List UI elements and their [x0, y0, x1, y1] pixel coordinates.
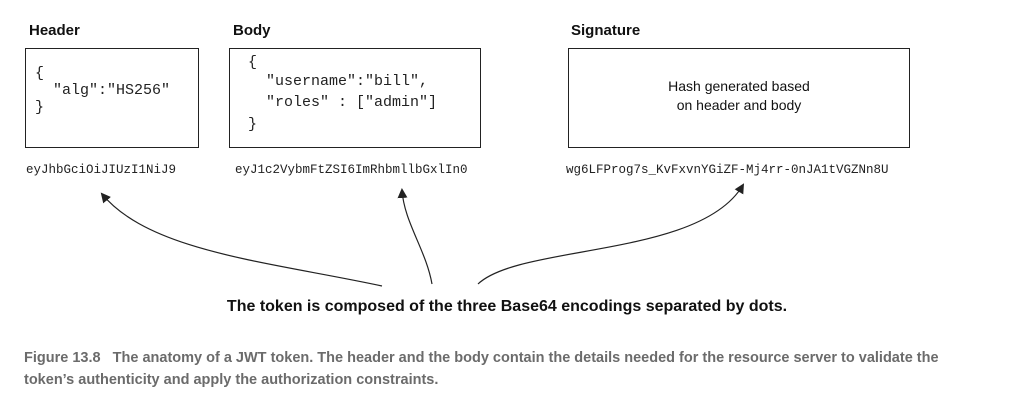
header-panel: { "alg":"HS256" }	[25, 48, 199, 148]
header-title: Header	[29, 22, 80, 39]
arrow-to-header	[100, 192, 383, 287]
header-code-line: "alg":"HS256"	[35, 82, 171, 99]
signature-description-line: on header and body	[676, 97, 802, 113]
signature-encoded: wg6LFProg7s_KvFxvnYGiZF-Mj4rr-0nJA1tVGZN…	[566, 163, 889, 177]
signature-description-line: Hash generated based	[668, 78, 810, 94]
body-title: Body	[233, 22, 271, 39]
figure-text: The anatomy of a JWT token. The header a…	[24, 350, 939, 388]
signature-description: Hash generated based on header and body	[569, 77, 909, 115]
body-code-line: "username":"bill",	[248, 73, 429, 90]
figure-label: Figure 13.8	[24, 350, 101, 366]
diagram-caption: The token is composed of the three Base6…	[226, 298, 788, 315]
arrow-to-body	[397, 188, 433, 285]
body-panel: { "username":"bill", "roles" : ["admin"]…	[229, 48, 481, 148]
body-code-line: {	[248, 54, 258, 71]
arrow-to-signature	[477, 183, 745, 285]
body-code-line: }	[248, 116, 258, 133]
body-code-line: "roles" : ["admin"]	[248, 94, 438, 111]
figure-caption: Figure 13.8 The anatomy of a JWT token. …	[24, 347, 984, 391]
header-code-line: {	[35, 65, 45, 82]
header-encoded: eyJhbGciOiJIUzI1NiJ9	[26, 163, 177, 177]
body-encoded: eyJ1c2VybmFtZSI6ImRhbmllbGxlIn0	[235, 163, 468, 177]
signature-panel: Hash generated based on header and body	[568, 48, 910, 148]
header-code-line: }	[35, 99, 45, 116]
signature-title: Signature	[571, 22, 641, 39]
